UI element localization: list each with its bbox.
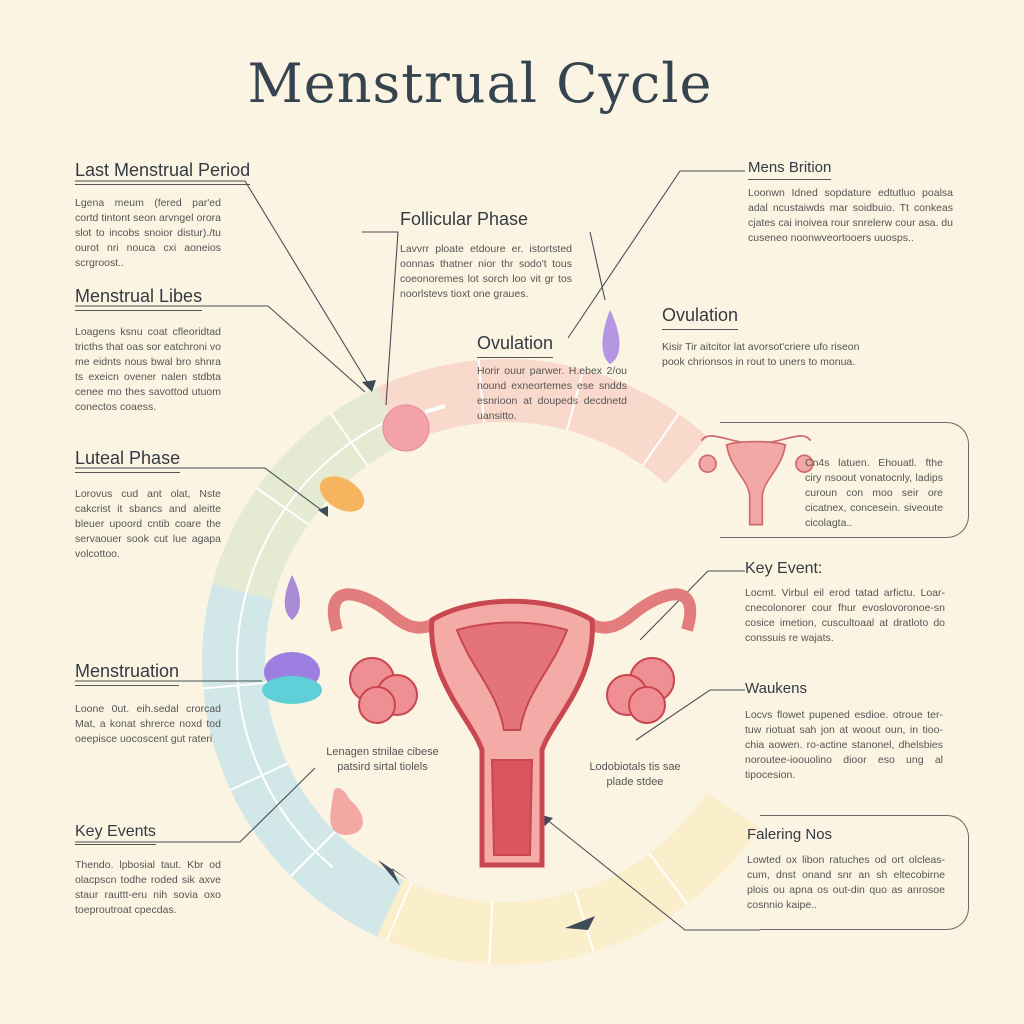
heading-ovulation-right: Ovulation — [662, 305, 739, 330]
label-right-ovary: Lodobiotals tis sae plade stdee — [589, 761, 681, 788]
heading-luteal: Luteal Phase — [75, 448, 181, 473]
ring-divider — [229, 762, 288, 791]
text-key-events: Thendo. lpbosial taut. Kbr od olacpscn t… — [75, 859, 221, 916]
inner-arrow — [424, 404, 446, 414]
heading-last-period: Last Menstrual Period — [75, 160, 251, 185]
falering-info-box — [760, 815, 969, 930]
text-ovulation-right: Kisir Tir aitcitor lat avorsot'criere uf… — [662, 341, 860, 368]
ring-divider — [641, 413, 680, 466]
ring-segment-pink — [376, 359, 708, 484]
uterus-illustration — [327, 588, 697, 868]
text-ovulation-inner: Horir ouur parwer. H.ebex 2/ou nound exn… — [477, 365, 627, 422]
text-menstrual-libes: Loagens ksnu coat cfleoridtad tricths th… — [75, 326, 221, 413]
text-last-period: Lgena meum (fered par'ed cortd tintont s… — [75, 197, 221, 269]
arrow-heads — [318, 380, 595, 930]
page-title: Menstrual Cycle — [247, 52, 713, 115]
ring-divider — [385, 882, 413, 942]
drop-icon — [284, 575, 300, 620]
text-key-event-right: Locmt. Virbul eil erod tatad arfictu. Lo… — [745, 587, 945, 644]
ovulation-info-box — [720, 422, 969, 538]
ring-divider — [290, 830, 337, 877]
text-luteal: Lorovus cud ant olat, Nste cakcrist it s… — [75, 488, 221, 560]
ring-divider — [256, 487, 309, 526]
ring-segment-blue — [201, 583, 404, 937]
label-left-ovary: Lenagen stnilae cibese patsird sirtal ti… — [326, 746, 439, 773]
ring-divider — [488, 901, 494, 965]
text-mens-brition: Loonwn Idned sopdature edtutluo poalsa a… — [748, 187, 953, 244]
text-follicular: Lavvrr ploate etdoure er. istortsted oon… — [400, 243, 572, 300]
ring-inner-track — [236, 409, 414, 869]
cell-base-icon — [262, 676, 322, 704]
heading-menstruation: Menstruation — [75, 661, 180, 686]
text-falering: Lowted ox libon ratuches od ort olcleas-… — [747, 854, 945, 911]
ring-segment-yellow — [376, 792, 760, 966]
ring-divider — [330, 413, 369, 466]
ring-divider — [566, 369, 585, 431]
heading-falering: Falering Nos — [747, 826, 833, 843]
heading-key-events: Key Events — [75, 823, 156, 845]
heading-key-event-right: Key Event: — [745, 560, 823, 577]
ring-divider — [477, 360, 486, 424]
text-waukens: Locvs flowet pupened esdioe. otroue ter-… — [745, 709, 943, 781]
heading-mens-brition: Mens Brition — [748, 159, 832, 180]
ring-divider — [648, 853, 689, 905]
ring-divider — [203, 681, 267, 690]
text-menstruation: Loone 0ut. eih.sedal crorcad Mat, a kona… — [75, 703, 221, 745]
heading-follicular: Follicular Phase — [400, 209, 529, 229]
ovum-drop-icon — [602, 310, 620, 364]
leader-lines — [75, 170, 760, 931]
text-ovulation-box: Cn4s latuen. Ehouatl. fthe ciry nsoout v… — [805, 457, 943, 529]
heading-menstrual-libes: Menstrual Libes — [75, 286, 203, 311]
heading-waukens: Waukens — [745, 680, 807, 697]
follicle-icon — [330, 788, 363, 835]
small-uterus-icon — [698, 435, 814, 526]
ring-segment-green — [212, 387, 404, 600]
heading-ovulation-inner: Ovulation — [477, 333, 554, 358]
egg-icon — [382, 404, 430, 452]
hormone-capsule-icon — [319, 476, 365, 512]
cycle-ring — [201, 359, 760, 966]
